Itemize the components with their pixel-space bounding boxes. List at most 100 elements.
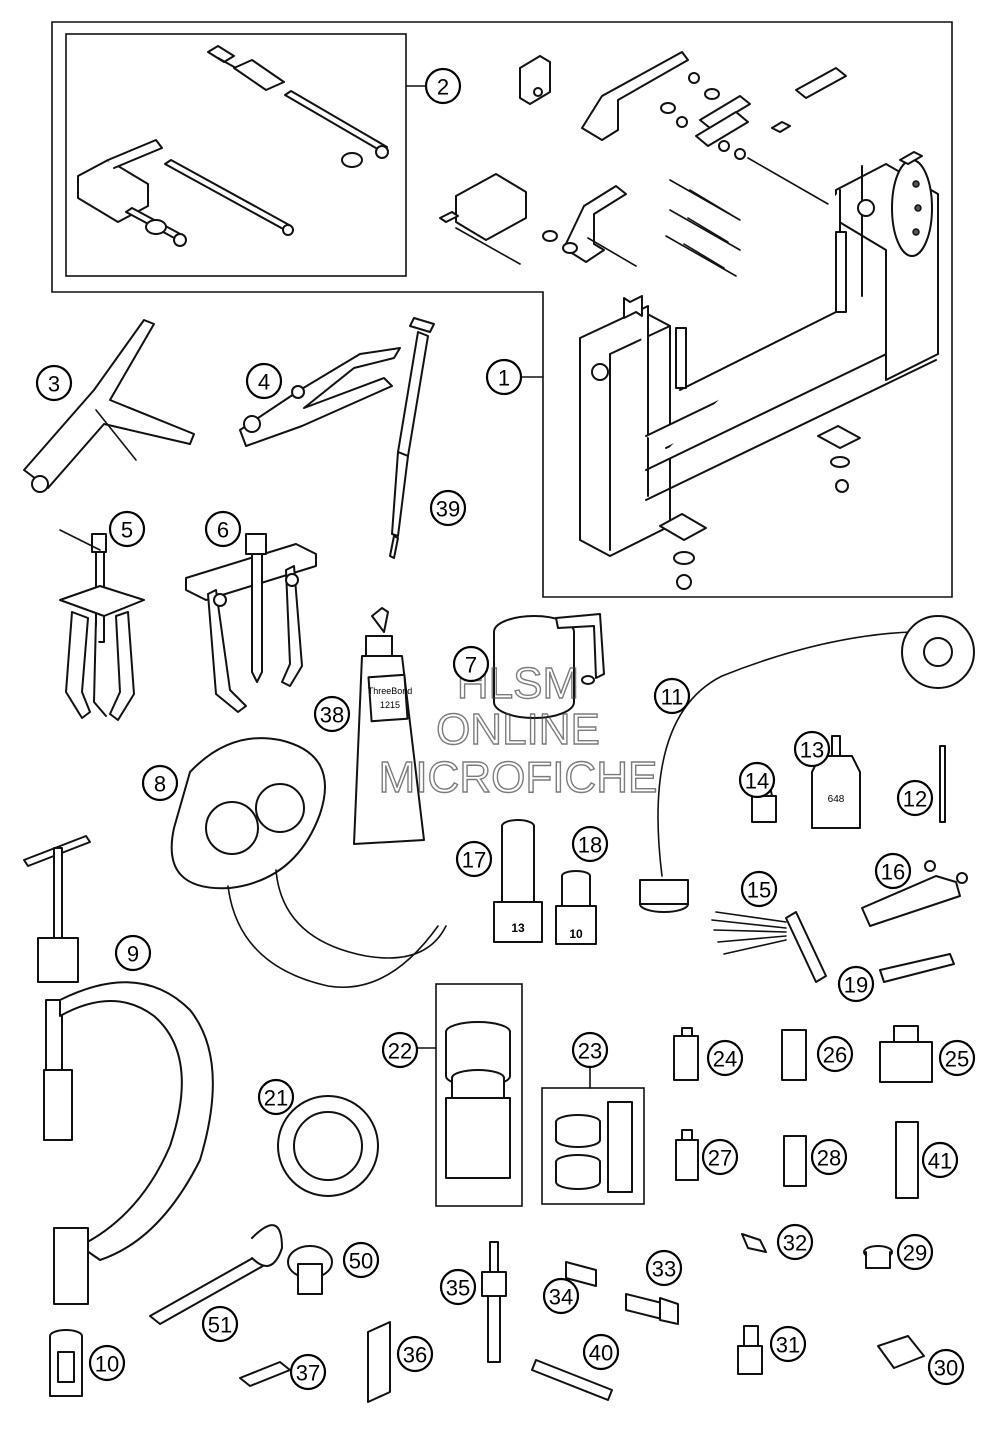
pin-wrench <box>149 1224 283 1325</box>
puller-35 <box>481 1241 507 1363</box>
callout-number: 19 <box>844 973 868 998</box>
callout-21: 21 <box>257 1078 295 1116</box>
callout-number: 16 <box>881 860 905 885</box>
hook-wrench <box>861 860 968 927</box>
bolt-33 <box>625 1293 679 1325</box>
valve-spring-compressor <box>23 835 214 1305</box>
callout-27: 27 <box>701 1138 739 1176</box>
callout-number: 25 <box>945 1047 969 1072</box>
drift-25 <box>879 1025 933 1083</box>
callout-13: 13 <box>793 730 831 768</box>
engine-stand-outline <box>51 21 953 598</box>
callout-number: 31 <box>776 1333 800 1358</box>
callout-number: 36 <box>403 1343 427 1368</box>
flat-key <box>239 1361 291 1387</box>
drift-27 <box>675 1129 699 1181</box>
drift-29 <box>863 1245 893 1269</box>
callout-number: 32 <box>783 1231 807 1256</box>
svg-text:MICROFICHE: MICROFICHE <box>379 753 658 802</box>
callout-38: 38 <box>313 695 351 733</box>
callout-31: 31 <box>769 1325 807 1363</box>
callout-36: 36 <box>396 1335 434 1373</box>
drift-28 <box>783 1135 807 1187</box>
callout-number: 34 <box>549 1285 573 1310</box>
callout-number: 35 <box>446 1276 470 1301</box>
grease-syringe <box>389 317 435 559</box>
gear-holder <box>277 1095 379 1197</box>
callout-number: 14 <box>745 769 769 794</box>
callout-28: 28 <box>810 1138 848 1176</box>
callout-29: 29 <box>896 1233 934 1271</box>
callout-16: 16 <box>874 852 912 890</box>
callout-number: 29 <box>903 1241 927 1266</box>
callout-number: 7 <box>465 653 477 678</box>
callout-33: 33 <box>645 1249 683 1287</box>
strip-gauge <box>879 953 955 983</box>
callout-number: 51 <box>208 1313 232 1338</box>
callout-39: 39 <box>429 489 467 527</box>
callout-19: 19 <box>837 965 875 1003</box>
sealant-tube <box>353 607 425 845</box>
socket-10 <box>555 870 597 945</box>
socket-13 <box>493 819 543 943</box>
callout-number: 30 <box>934 1356 958 1381</box>
callout-10: 10 <box>88 1344 126 1382</box>
callout-number: 21 <box>264 1086 288 1111</box>
callout-number: 2 <box>437 75 449 100</box>
callout-number: 23 <box>578 1039 602 1064</box>
callout-number: 17 <box>462 848 486 873</box>
callout-14: 14 <box>738 761 776 799</box>
engine-stand <box>439 51 939 590</box>
drift-31 <box>737 1325 763 1375</box>
callout-number: 50 <box>349 1249 373 1274</box>
callout-number: 10 <box>95 1352 119 1377</box>
callout-number: 28 <box>817 1146 841 1171</box>
callout-number: 11 <box>661 685 684 710</box>
callout-4: 4 <box>245 362 283 400</box>
callout-number: 4 <box>258 370 270 395</box>
tube-code-label: 1215 <box>380 700 400 710</box>
drift-32 <box>741 1233 767 1253</box>
callout-12: 12 <box>896 779 934 817</box>
callout-number: 26 <box>823 1043 847 1068</box>
callout-9: 9 <box>114 934 152 972</box>
spring-pliers <box>239 347 401 447</box>
three-arm-puller <box>59 529 145 721</box>
callout-number: 15 <box>747 878 771 903</box>
callout-5: 5 <box>108 510 146 548</box>
callout-35: 35 <box>439 1268 477 1306</box>
callout-50: 50 <box>342 1241 380 1279</box>
callout-number: 13 <box>800 738 824 763</box>
callout-6: 6 <box>204 510 242 548</box>
svg-text:ONLINE: ONLINE <box>436 705 600 754</box>
callout-number: 12 <box>903 787 927 812</box>
socket-13-label: 13 <box>511 921 525 935</box>
callout-24: 24 <box>706 1039 744 1077</box>
callout-number: 1 <box>498 366 510 391</box>
callout-number: 9 <box>127 942 139 967</box>
callout-8: 8 <box>141 764 179 802</box>
callout-number: 33 <box>652 1257 676 1282</box>
callout-34: 34 <box>542 1277 580 1315</box>
callout-number: 3 <box>48 372 60 397</box>
bearing-press-set <box>541 1065 645 1205</box>
piston-holder <box>49 1329 83 1397</box>
stand-bracket-parts <box>77 45 389 247</box>
callout-number: 5 <box>121 518 133 543</box>
tube-brand-label: ThreeBond <box>368 686 413 696</box>
callout-25: 25 <box>938 1039 976 1077</box>
callout-7: 7 <box>452 645 490 683</box>
callout-15: 15 <box>740 870 778 908</box>
callout-number: 40 <box>589 1341 613 1366</box>
callout-26: 26 <box>816 1035 854 1073</box>
callout-51: 51 <box>201 1305 239 1343</box>
callout-2: 2 <box>424 67 462 105</box>
plug-34 <box>565 1261 597 1287</box>
bearing-drift-set <box>415 983 523 1207</box>
callout-37: 37 <box>289 1353 327 1391</box>
callout-11: 11 <box>653 677 691 715</box>
callout-30: 30 <box>927 1348 965 1386</box>
